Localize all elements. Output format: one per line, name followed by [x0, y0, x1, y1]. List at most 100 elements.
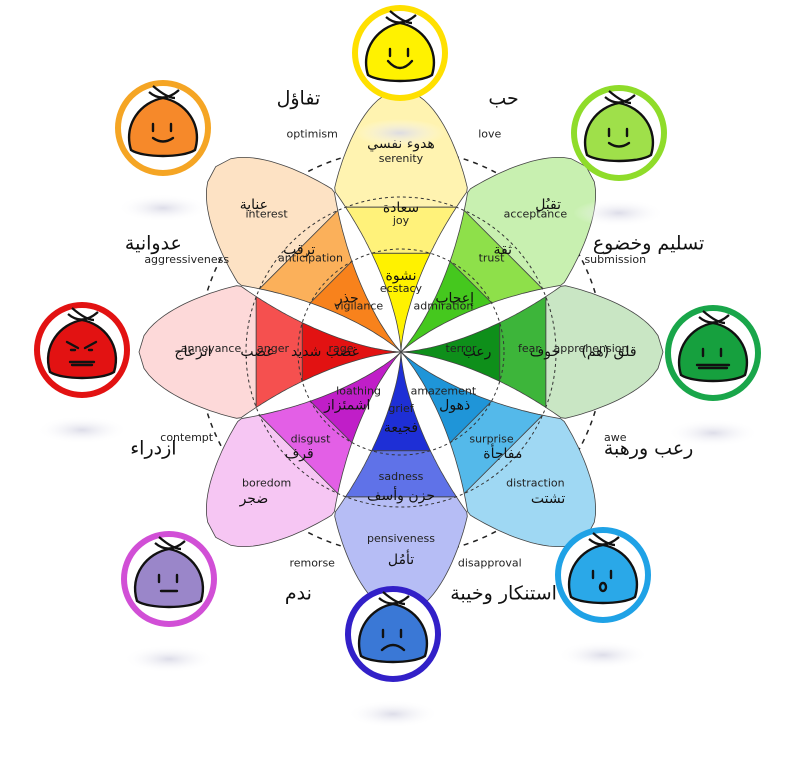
- dyad-optimism-ar: تفاؤل: [277, 87, 321, 109]
- face-anger-icon: [34, 302, 130, 444]
- dyad-love-ar: حب: [488, 87, 518, 109]
- petal-cyan-outer-ar: تشتت: [531, 491, 565, 507]
- dyad-submission-en: submission: [584, 253, 646, 266]
- petal-green: [401, 285, 664, 419]
- face-fear-icon: [665, 305, 761, 447]
- petal-red-mid-en: anger: [257, 342, 289, 355]
- face-sadness-head: [358, 602, 428, 664]
- face-awe-eyes: [591, 569, 613, 580]
- dyad-contempt-ar: ازدراء: [130, 438, 176, 460]
- petal-red-outer-en: annoyance: [181, 342, 242, 355]
- dyad-awe-en: awe: [604, 431, 627, 444]
- petal-lightgreen-mid-en: trust: [479, 252, 506, 265]
- petal-cyan-inner-en: amazement: [411, 384, 477, 397]
- inner-ring-1: [245, 196, 557, 508]
- dyad-optimism-en: optimism: [287, 128, 338, 141]
- petal-purple-inner-en: loathing: [336, 384, 381, 397]
- dyad-disapproval-ar: استنكار وخيبة: [450, 583, 557, 605]
- petal-yellow-outer-en: serenity: [379, 152, 424, 165]
- petal-green-mid-ar: خوف: [530, 344, 560, 360]
- petal-purple-mid-ar: قرف: [285, 446, 314, 462]
- petal-purple-inner-ar: اشمئزاز: [323, 398, 370, 414]
- face-optimism-shadow: [117, 194, 209, 222]
- dyad-awe-ar: رعب ورهبة: [604, 438, 694, 460]
- petal-cyan-inner-ar: ذهول: [439, 398, 470, 414]
- face-fear-knot: [698, 310, 730, 325]
- petals-layer: [138, 89, 664, 615]
- petal-lightgreen-inner-ar: إعجاب: [435, 290, 474, 306]
- petal-yellow-inner-en: ecstacy: [380, 282, 423, 295]
- petal-orange-outer-en: interest: [245, 208, 288, 221]
- petal-orange-outer-band: [206, 157, 339, 290]
- face-disgust-icon: [121, 531, 217, 673]
- inner-ring-2: [297, 248, 505, 456]
- petal-cyan: [400, 351, 596, 547]
- petal-blue-inner-ar: فجيعة: [384, 420, 418, 436]
- face-awe-icon: [555, 527, 651, 669]
- petal-lightgreen-mid-ar: ثقة: [494, 242, 513, 258]
- petal-orange-outer-ar: عناية: [240, 197, 268, 213]
- face-joy-knot: [385, 10, 417, 25]
- dyad-remorse-en: remorse: [289, 556, 335, 569]
- petal-cyan-mid-en: surprise: [469, 433, 514, 446]
- dyad-remorse-ar: ندم: [285, 583, 312, 605]
- face-sadness-knot: [378, 591, 410, 606]
- petal-blue-mid-ar: حزن وأسف: [367, 486, 435, 504]
- petal-cyan-mid-band: [449, 400, 544, 495]
- petal-red-mid-band: [255, 295, 303, 409]
- petal-blue-mid-en: sadness: [379, 470, 424, 483]
- face-anger-mouth: [68, 360, 96, 367]
- face-optimism-knot: [148, 85, 180, 100]
- petal-lightgreen-outer-ar: تقبُل: [535, 197, 561, 213]
- petal-red-inner-ar: غضب شديد: [291, 344, 359, 360]
- petal-blue-outer-en: pensiveness: [367, 532, 435, 545]
- petal-purple-outer-en: boredom: [242, 476, 291, 489]
- petal-lightgreen-outer-en: acceptance: [504, 208, 568, 221]
- petal-green-mid-en: fear: [518, 342, 540, 355]
- petal-green-outer-ar: قلق (هم): [581, 344, 636, 360]
- petal-orange-mid-en: anticipation: [278, 252, 343, 265]
- petal-red-inner-band: [301, 322, 401, 382]
- petal-red: [138, 285, 401, 419]
- petal-green-outer-band: [545, 285, 664, 419]
- petal-orange: [206, 157, 402, 353]
- face-joy-shadow: [354, 119, 446, 147]
- petal-purple: [206, 351, 402, 547]
- face-love-shadow: [573, 199, 665, 227]
- petal-yellow-inner-ar: نشوة: [386, 268, 417, 284]
- face-disgust-eyes: [157, 573, 179, 584]
- dyad-disapproval-en: disapproval: [458, 556, 522, 569]
- petal-lightgreen-outer-band: [463, 157, 596, 290]
- petal-red-outer-ar: انزعاج: [174, 344, 211, 360]
- petal-orange-inner-ar: حذر: [335, 290, 359, 306]
- dyad-love-en: love: [478, 128, 501, 141]
- dyad-aggressiveness-ar: عدوانية: [125, 232, 182, 254]
- face-anger-eyes: [65, 340, 98, 352]
- face-joy-icon: [352, 5, 448, 147]
- face-joy-mouth: [386, 59, 414, 70]
- face-disgust-head: [134, 547, 204, 609]
- petal-cyan-mid-ar: مفاجأة: [483, 443, 522, 462]
- petal-purple-mid-en: disgust: [291, 433, 331, 446]
- petal-cyan-outer-en: distraction: [506, 476, 564, 489]
- petal-labels-layer: serenityهدوء نفسيjoyسعادةecstacyنشوةacce…: [174, 136, 636, 568]
- dyad-contempt-en: contempt: [160, 431, 214, 444]
- face-sadness-eyes: [381, 628, 403, 639]
- petal-red-inner-en: rage: [328, 342, 353, 355]
- petal-blue-inner-en: grief: [388, 402, 414, 415]
- petal-yellow-inner-band: [371, 252, 431, 352]
- face-optimism-eyes: [151, 122, 173, 133]
- petal-yellow-mid-en: joy: [392, 214, 410, 227]
- face-optimism-head: [128, 96, 198, 158]
- petal-green-outer-en: apprehension: [554, 342, 629, 355]
- petal-purple-outer-ar: ضجر: [239, 491, 269, 507]
- face-fear-shadow: [667, 419, 759, 447]
- face-joy-head: [365, 21, 435, 83]
- face-fear-eyes: [701, 347, 723, 358]
- face-optimism-mouth: [151, 136, 175, 143]
- face-anger-shadow: [36, 416, 128, 444]
- petal-green-inner-band: [401, 322, 501, 382]
